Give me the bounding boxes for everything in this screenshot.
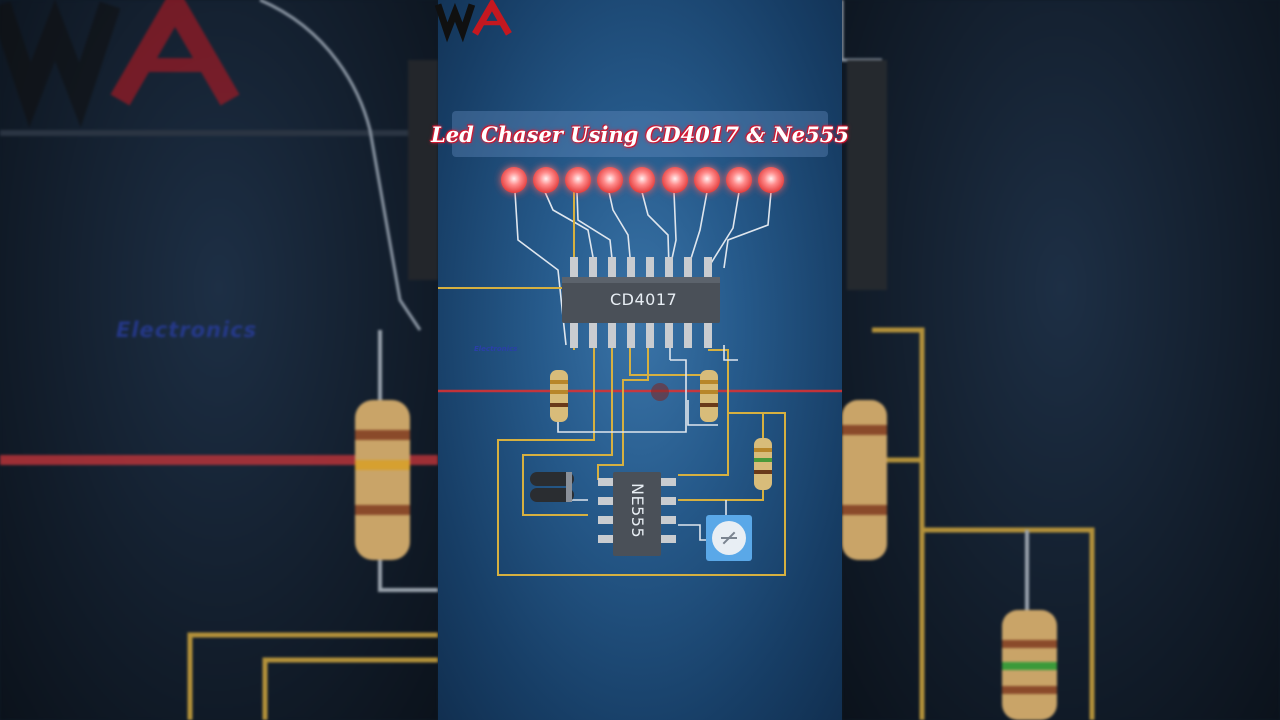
led-9 <box>758 167 784 193</box>
video-frame: Led Chaser Using CD4017 & Ne555 CD4017 N… <box>431 0 849 720</box>
led-row <box>501 167 784 193</box>
junction-node <box>651 383 669 401</box>
logo-subtitle: Electronics <box>474 345 518 353</box>
led-7 <box>694 167 720 193</box>
background-right-circuit <box>840 0 1095 720</box>
circuit-diagram <box>438 167 842 576</box>
wa-logo-ghost <box>0 0 240 128</box>
led-3 <box>565 167 591 193</box>
capacitor <box>530 472 574 502</box>
led-6 <box>662 167 688 193</box>
led-4 <box>597 167 623 193</box>
wa-electronics-logo-icon <box>434 0 512 43</box>
ne555-chip <box>598 472 676 556</box>
cd4017-label: CD4017 <box>610 290 678 309</box>
background-left-circuit <box>0 0 438 720</box>
resistor-2 <box>700 370 718 422</box>
cd4017-chip <box>562 257 720 348</box>
potentiometer <box>706 515 752 561</box>
video-title: Led Chaser Using CD4017 & Ne555 <box>431 121 849 147</box>
led-8 <box>726 167 752 193</box>
background-left-panel: Electronics <box>0 0 438 720</box>
background-right-panel <box>840 0 1280 720</box>
title-banner: Led Chaser Using CD4017 & Ne555 <box>431 111 849 157</box>
resistor-1 <box>550 370 568 422</box>
logo-ghost-subtitle: Electronics <box>116 318 258 342</box>
led-2 <box>533 167 559 193</box>
resistor-3 <box>754 438 772 490</box>
ne555-label: NE555 <box>628 483 647 539</box>
led-1 <box>501 167 527 193</box>
led-5 <box>629 167 655 193</box>
